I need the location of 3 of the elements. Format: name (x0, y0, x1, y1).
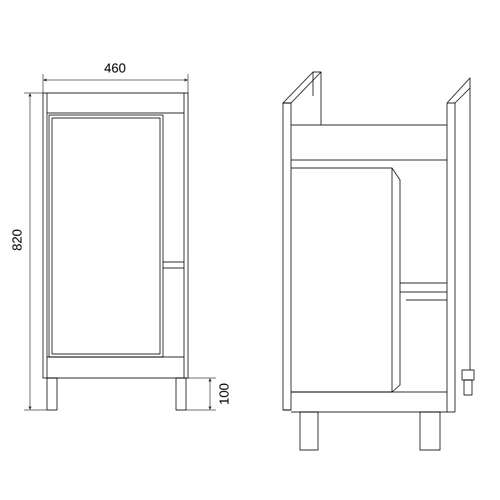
dimension-label: 100 (219, 384, 229, 404)
dimension-label: 820 (12, 230, 22, 250)
dimension-label: 460 (104, 63, 126, 73)
